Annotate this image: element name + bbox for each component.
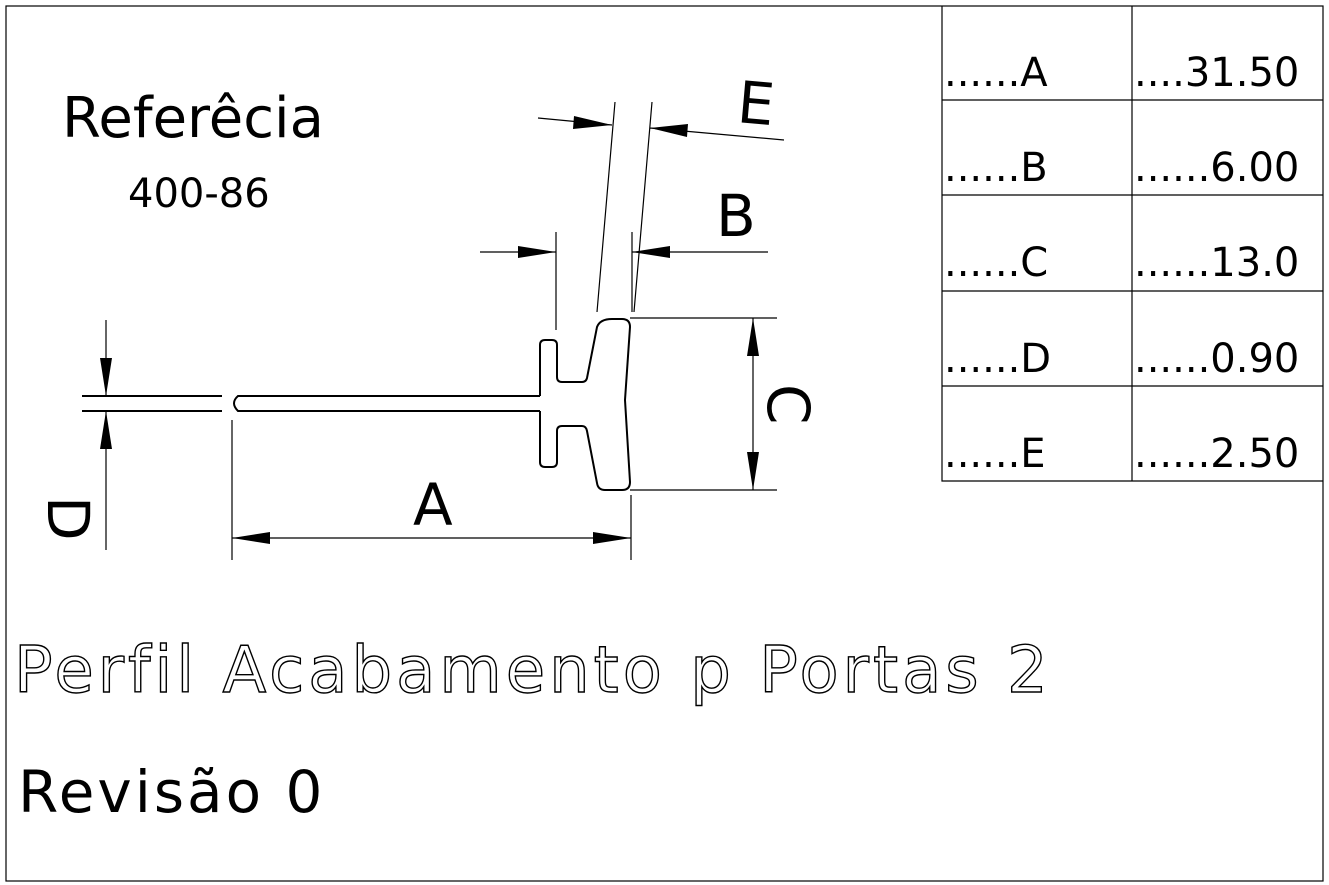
dimension-e: E [537, 68, 785, 313]
revision-label: Revisão 0 [18, 758, 325, 826]
dimension-a: A [231, 420, 632, 560]
dimension-a-label: A [413, 471, 453, 539]
table-name: ......A [944, 50, 1048, 96]
table-name: ......D [944, 336, 1051, 382]
table-value: ......0.90 [1134, 336, 1299, 382]
reference-code: 400-86 [128, 171, 270, 217]
table-value: ......13.0 [1134, 240, 1299, 286]
table-name: ......B [944, 145, 1048, 191]
dimension-c: C [630, 317, 822, 491]
dimension-table: ......A ....31.50 ......B ......6.00 ...… [941, 6, 1323, 482]
dimension-b-label: B [716, 182, 756, 250]
table-value: ......2.50 [1134, 431, 1299, 477]
dimension-e-label: E [735, 68, 777, 139]
reference-label: Referêcia [62, 86, 324, 151]
table-row: ......E ......2.50 [944, 431, 1299, 477]
profile-shape [82, 318, 632, 491]
table-value: ......6.00 [1134, 145, 1299, 191]
dimension-c-label: C [754, 384, 822, 425]
sheet-border [5, 5, 1324, 882]
dimension-d-label: D [34, 496, 102, 541]
table-name: ......E [944, 431, 1046, 477]
dimension-d: D [34, 320, 112, 550]
table-name: ......C [944, 240, 1048, 286]
dimension-b: B [480, 182, 768, 330]
table-value: ....31.50 [1134, 50, 1299, 96]
table-row: ......B ......6.00 [944, 145, 1299, 191]
table-row: ......D ......0.90 [944, 336, 1299, 382]
table-row: ......A ....31.50 [944, 50, 1299, 96]
drawing-title: Perfil Acabamento p Portas 2 [14, 634, 1052, 708]
table-row: ......C ......13.0 [944, 240, 1299, 286]
